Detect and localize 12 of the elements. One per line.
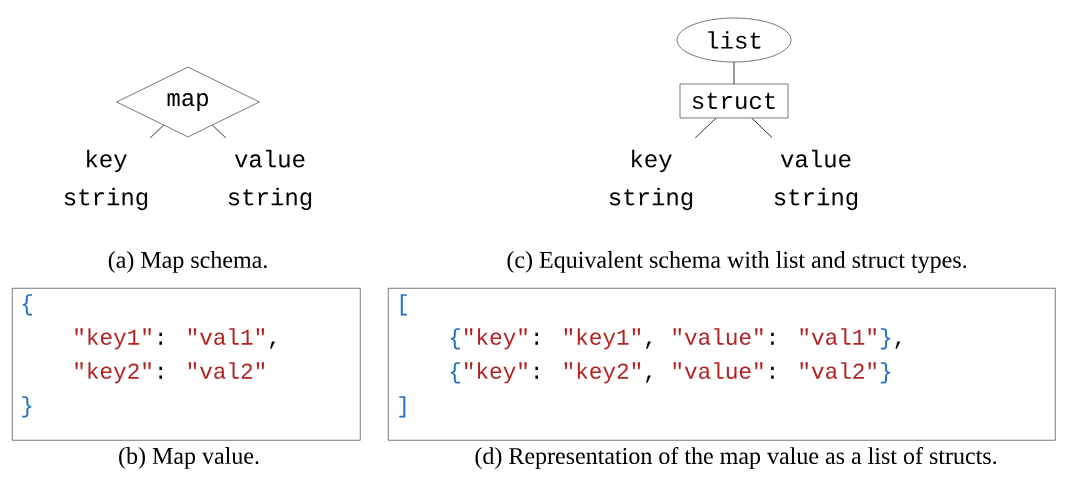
connector-line [733, 61, 735, 85]
field-label: value string [774, 149, 858, 211]
connector-line [149, 124, 164, 139]
code-box: { "key1": "val1", "key2": "val2" } [12, 288, 361, 441]
field-label: key string [609, 149, 693, 211]
struct-box: struct [679, 83, 789, 119]
field-label: key string [64, 149, 148, 211]
connector-line [212, 124, 227, 139]
code-box: [ {"key": "key1", "value": "val1"}, {"key": "key2", "value": "val2"} ] [388, 288, 1056, 441]
field-label: value string [228, 149, 312, 211]
connector-line [751, 117, 773, 139]
connector-line [694, 117, 717, 139]
